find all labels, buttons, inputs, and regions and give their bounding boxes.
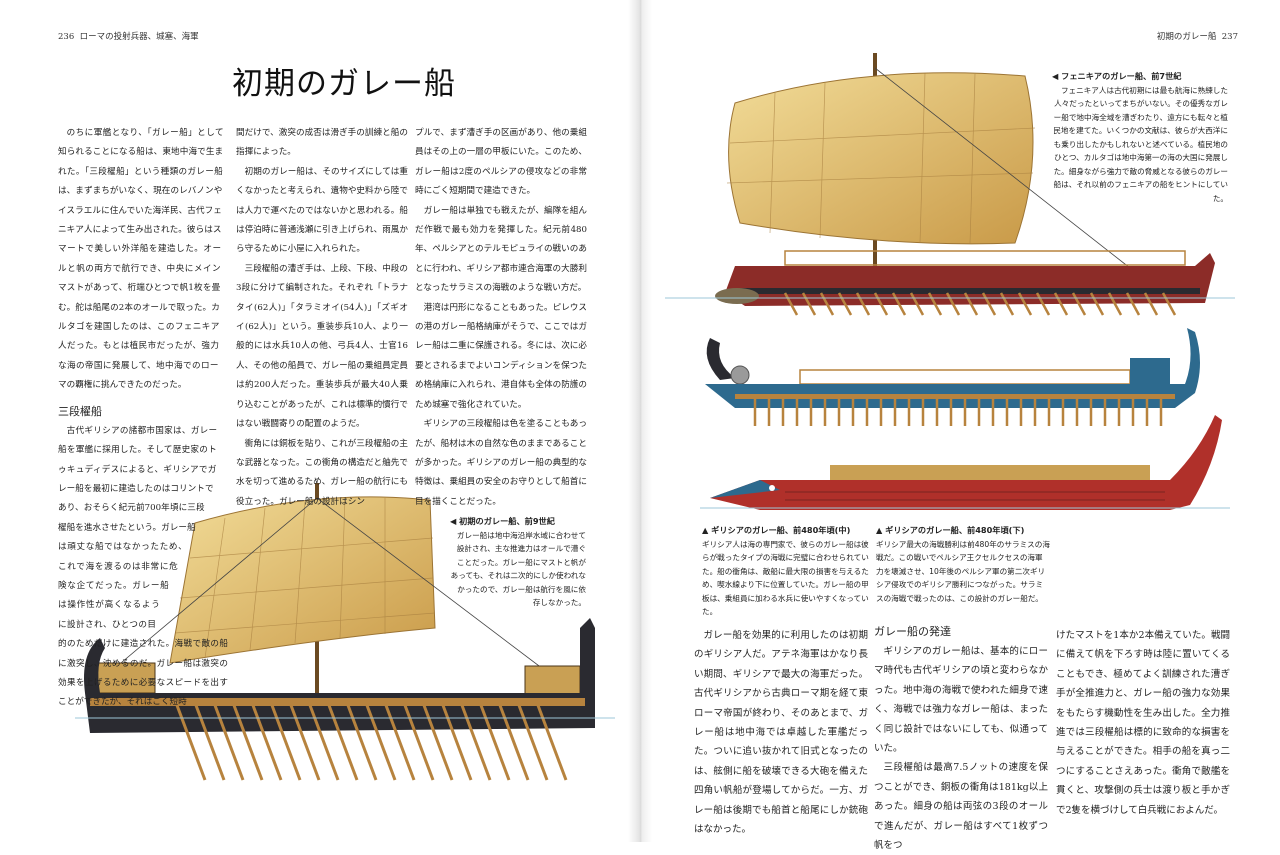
- left-running-title: ローマの投射兵器、城塞、海軍: [79, 32, 199, 42]
- right-column-3: けたマストを1本か2本備えていた。戦闘に備えて帆を下ろす時は陸に置いてくることも…: [1056, 626, 1230, 820]
- oar: [945, 292, 961, 316]
- caption-greek-galley-bottom: ▲ ギリシアのガレー船、前480年頃(下) ギリシア最大の海戦勝利は前480年の…: [876, 524, 1050, 605]
- caption-title: ◀ フェニキアのガレー船、前7世紀: [1052, 71, 1182, 81]
- left-column-1: のちに軍艦となり、「ガレー船」として知られることになる船は、東地中海で生まれた。…: [58, 124, 228, 713]
- sail: [169, 496, 436, 664]
- oar: [963, 292, 979, 316]
- caption-title: ▲ ギリシアのガレー船、前480年頃(下): [876, 525, 1025, 535]
- caption-title: ◀ 初期のガレー船、前9世紀: [450, 516, 555, 526]
- caption-early-galley: ◀ 初期のガレー船、前9世紀 ガレー船は地中海沿岸水域に合わせて設計され、主な推…: [450, 515, 586, 610]
- oar: [1071, 292, 1087, 316]
- paragraph: ギリシアのガレー船は、基本的にローマ時代も古代ギリシアの頃と変わらなかった。地中…: [874, 646, 1048, 755]
- oar: [1053, 292, 1069, 316]
- paragraph: ガレー船を効果的に利用したのは初期のギリシア人だ。アテネ海軍はかなり長い期間、ギ…: [694, 630, 868, 836]
- oar: [1107, 292, 1123, 316]
- caption-greek-galley-middle: ▲ ギリシアのガレー船、前480年頃(中) ギリシア人は海の専門家で、彼らのガレ…: [702, 524, 872, 619]
- oar: [458, 699, 492, 781]
- oar: [268, 699, 302, 781]
- oar: [534, 699, 568, 781]
- oar: [420, 699, 454, 781]
- left-running-head: 236 ローマの投射兵器、城塞、海軍: [58, 30, 199, 42]
- paragraph: 衝角には銅板を貼り、これが三段櫂船の主な武器となった。この衝角の構造だと舳先で水…: [236, 438, 408, 507]
- sail: [728, 72, 1034, 245]
- right-column-2: ガレー船の発達 ギリシアのガレー船は、基本的にローマ時代も古代ギリシアの頃と変わ…: [874, 622, 1048, 855]
- paragraph: 港湾は円形になることもあった。ピレウスの港のガレー船格納庫がそうで、ここではガレ…: [415, 302, 587, 410]
- left-page-number: 236: [58, 32, 75, 42]
- oar: [211, 699, 245, 781]
- oar: [1035, 292, 1051, 316]
- oar: [192, 699, 226, 781]
- oar: [477, 699, 511, 781]
- oar: [1017, 292, 1033, 316]
- section-heading-development: ガレー船の発達: [874, 625, 951, 638]
- hull: [710, 415, 1222, 510]
- caption-text: ガレー船は地中海沿岸水域に合わせて設計され、主な推進力はオールで漕ぐことだった。…: [450, 530, 586, 608]
- oar: [819, 292, 835, 316]
- page-title: 初期のガレー船: [232, 66, 456, 102]
- greek-galley-bottom-illustration: [700, 415, 1230, 510]
- oar: [363, 699, 397, 781]
- paragraph: 間だけで、激突の成否は滑ぎ手の訓練と船の指揮によった。: [236, 128, 408, 158]
- oar: [287, 699, 321, 781]
- oar: [515, 699, 549, 781]
- painted-eye: [769, 485, 775, 491]
- oar: [249, 699, 283, 781]
- paragraph: 古代ギリシアの諸都市国家は、ガレー船を軍艦に採用した。そして歴史家のトゥキュディ…: [58, 425, 228, 708]
- right-page-number: 237: [1221, 32, 1238, 42]
- paragraph: 初期のガレー船は、そのサイズにしては重くなかったと考えられ、遺物や史料から陸では…: [236, 166, 408, 255]
- oar: [837, 292, 853, 316]
- oar: [855, 292, 871, 316]
- paragraph: 三段櫂船の漕ぎ手は、上段、下段、中段の3段に分けて編制された。それぞれ「トラナタ…: [236, 263, 408, 430]
- right-running-title: 初期のガレー船: [1156, 32, 1217, 42]
- paragraph: ガレー船は単独でも戦えたが、編隊を組んだ作戦で最も効力を発揮した。紀元前480年…: [415, 205, 587, 294]
- oar: [891, 292, 907, 316]
- oar: [1125, 292, 1141, 316]
- oar: [382, 699, 416, 781]
- oar: [439, 699, 473, 781]
- oar: [1161, 292, 1177, 316]
- oar: [496, 699, 530, 781]
- hull: [705, 328, 1200, 408]
- oar: [173, 699, 207, 781]
- oar: [401, 699, 435, 781]
- early-galley-illustration: [75, 483, 615, 781]
- oar: [873, 292, 889, 316]
- greek-galley-middle-illustration: [705, 328, 1200, 426]
- paragraph: けたマストを1本か2本備えていた。戦闘に備えて帆を下ろす時は陸に置いてくることも…: [1056, 630, 1230, 816]
- paragraph: ギリシアの三段櫂船は色を塗ることもあったが、船材は木の自然な色のままであることが…: [415, 419, 587, 507]
- oar: [999, 292, 1015, 316]
- caption-phoenician-galley: ◀ フェニキアのガレー船、前7世紀 フェニキア人は古代初期には最も航海に熟練した…: [1052, 70, 1228, 205]
- oar: [306, 699, 340, 781]
- oar: [344, 699, 378, 781]
- caption-text: ギリシア最大の海戦勝利は前480年のサラミスの海戦だ。この戦いでペルシア王クセル…: [876, 539, 1050, 603]
- paragraph: 三段櫂船は最高7.5ノットの速度を保つことができ、銅板の衝角は181kg以上あっ…: [874, 762, 1048, 852]
- oar: [230, 699, 264, 781]
- oar: [909, 292, 925, 316]
- oar: [981, 292, 997, 316]
- caption-text: ギリシア人は海の専門家で、彼らのガレー船は彼らが戦ったタイプの海戦に完璧に合わせ…: [702, 539, 869, 617]
- oar: [783, 292, 799, 316]
- paragraph: のちに軍艦となり、「ガレー船」として知られることになる船は、東地中海で生まれた。…: [58, 128, 224, 391]
- right-running-head: 初期のガレー船 237: [1157, 30, 1238, 42]
- oar: [325, 699, 359, 781]
- oar: [1143, 292, 1159, 316]
- caption-title: ▲ ギリシアのガレー船、前480年頃(中): [702, 525, 851, 535]
- book-spine: [628, 0, 652, 842]
- right-column-1: ガレー船を効果的に利用したのは初期のギリシア人だ。アテネ海軍はかなり長い期間、ギ…: [694, 626, 868, 839]
- paragraph: プルで、まず漕ぎ手の区画があり、他の乗組員はその上の一層の甲板にいた。このため、…: [415, 128, 587, 197]
- phoenician-galley-illustration: [665, 53, 1235, 316]
- caption-text: フェニキア人は古代初期には最も航海に熟練した人々だったといってまちがいない。その…: [1053, 85, 1228, 203]
- left-column-2: 間だけで、激突の成否は滑ぎ手の訓練と船の指揮によった。 初期のガレー船は、そのサ…: [236, 124, 408, 512]
- section-heading-trireme: 三段櫂船: [58, 404, 102, 418]
- oar: [1089, 292, 1105, 316]
- oar: [927, 292, 943, 316]
- left-column-3: プルで、まず漕ぎ手の区画があり、他の乗組員はその上の一層の甲板にいた。このため、…: [415, 124, 587, 512]
- oar: [801, 292, 817, 316]
